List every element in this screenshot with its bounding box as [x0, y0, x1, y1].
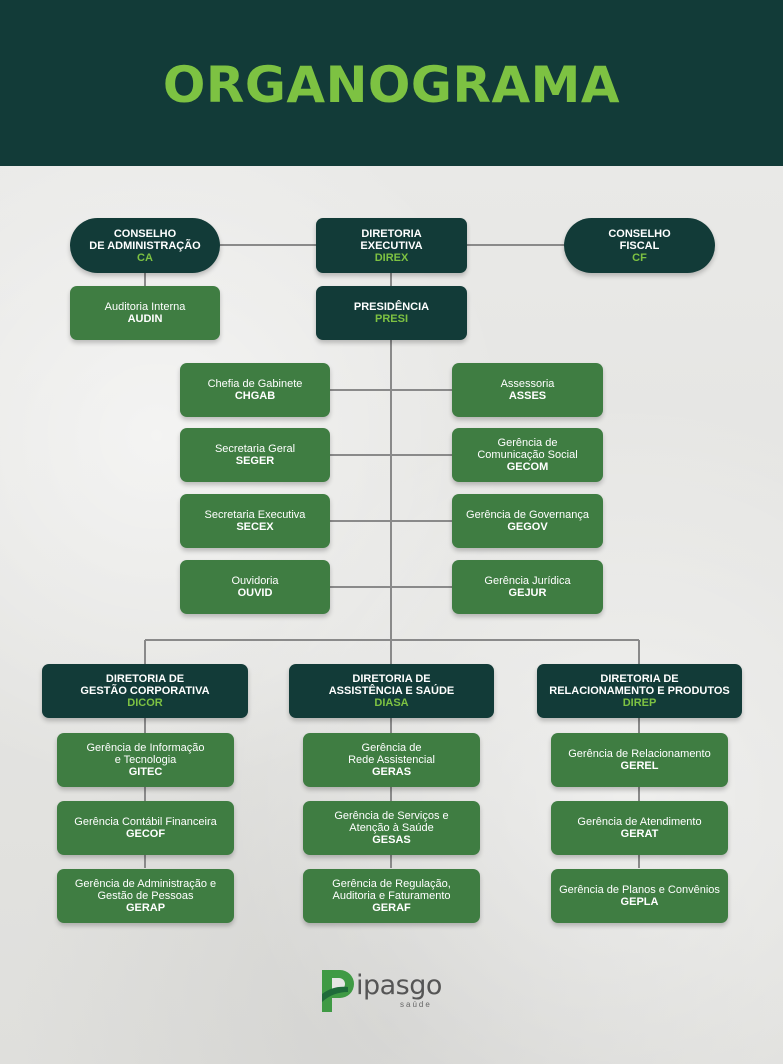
org-box-label: Gerência de — [497, 437, 558, 449]
org-box-label: Gerência Contábil Financeira — [74, 816, 217, 828]
org-box-label: FISCAL — [619, 239, 660, 252]
org-box-label: CONSELHO — [113, 227, 177, 240]
org-box-label: Gestão de Pessoas — [97, 890, 194, 902]
org-box-label: Gerência de Planos e Convênios — [559, 884, 720, 896]
org-box-label: Auditoria e Faturamento — [332, 890, 451, 902]
org-box-code: DIREP — [622, 697, 657, 709]
org-box-label: Ouvidoria — [231, 575, 279, 587]
org-box-gitec[interactable]: Gerência de Informação e Tecnologia GITE… — [57, 733, 234, 787]
ipasgo-logo: ipasgo saúde — [318, 968, 468, 1016]
org-box-label: GESTÃO CORPORATIVA — [80, 685, 210, 697]
org-box-code: GEGOV — [507, 521, 548, 533]
org-box-gerat[interactable]: Gerência de Atendimento GERAT — [551, 801, 728, 855]
org-box-label: DIRETORIA DE — [600, 673, 679, 685]
org-box-geraf[interactable]: Gerência de Regulação, Auditoria e Fatur… — [303, 869, 480, 923]
org-box-seger[interactable]: Secretaria Geral SEGER — [180, 428, 330, 482]
org-box-code: CA — [137, 251, 153, 264]
org-box-gerap[interactable]: Gerência de Administração e Gestão de Pe… — [57, 869, 234, 923]
org-box-ca[interactable]: CONSELHO DE ADMINISTRAÇÃO CA — [70, 218, 220, 273]
org-box-label: Gerência de Regulação, — [332, 878, 451, 890]
org-box-label: DIRETORIA DE — [105, 673, 185, 685]
org-box-chgab[interactable]: Chefia de Gabinete CHGAB — [180, 363, 330, 417]
org-box-label: Gerência de Serviços e — [334, 810, 449, 822]
org-box-label: Gerência de Relacionamento — [568, 748, 711, 760]
org-box-code: DICOR — [127, 697, 163, 709]
org-box-label: Assessoria — [500, 378, 555, 390]
org-box-gerel[interactable]: Gerência de Relacionamento GEREL — [551, 733, 728, 787]
org-box-code: GERAT — [620, 828, 659, 840]
org-box-code: CF — [632, 251, 647, 264]
org-box-label: Chefia de Gabinete — [207, 378, 303, 390]
org-box-gesas[interactable]: Gerência de Serviços e Atenção à Saúde G… — [303, 801, 480, 855]
org-box-code: GEREL — [620, 760, 659, 772]
org-box-cf[interactable]: CONSELHO FISCAL CF — [564, 218, 715, 273]
org-box-code: DIASA — [374, 697, 409, 709]
header-banner: ORGANOGRAMA — [0, 0, 783, 166]
org-box-label: Rede Assistencial — [348, 754, 435, 766]
logo-wordmark: ipasgo — [356, 970, 442, 1001]
org-box-label: Gerência de Governança — [466, 509, 589, 521]
org-box-code: OUVID — [237, 587, 273, 599]
org-box-gecof[interactable]: Gerência Contábil Financeira GECOF — [57, 801, 234, 855]
org-box-label: CONSELHO — [608, 227, 671, 240]
org-box-label: ASSISTÊNCIA E SAÚDE — [328, 685, 455, 697]
org-box-label: Gerência de Administração e — [74, 878, 217, 890]
org-box-label: DIRETORIA — [361, 227, 422, 240]
org-box-secex[interactable]: Secretaria Executiva SECEX — [180, 494, 330, 548]
org-box-label: Gerência de — [361, 742, 422, 754]
page-title: ORGANOGRAMA — [162, 56, 621, 114]
org-box-code: ASSES — [508, 390, 547, 402]
org-box-code: GEJUR — [508, 587, 547, 599]
org-box-asses[interactable]: Assessoria ASSES — [452, 363, 603, 417]
org-box-code: GERAP — [125, 902, 166, 914]
org-box-label: Gerência de Informação — [86, 742, 205, 754]
org-box-gejur[interactable]: Gerência Jurídica GEJUR — [452, 560, 603, 614]
org-box-audin[interactable]: Auditoria Interna AUDIN — [70, 286, 220, 340]
org-box-presi[interactable]: PRESIDÊNCIA PRESI — [316, 286, 467, 340]
org-box-geras[interactable]: Gerência de Rede Assistencial GERAS — [303, 733, 480, 787]
org-box-direp[interactable]: DIRETORIA DE RELACIONAMENTO E PRODUTOS D… — [537, 664, 742, 718]
org-box-label: DE ADMINISTRAÇÃO — [89, 239, 201, 252]
org-box-code: DIREX — [374, 251, 409, 264]
org-box-label: DIRETORIA DE — [352, 673, 431, 685]
org-box-label: Secretaria Executiva — [204, 509, 306, 521]
org-box-code: GERAS — [371, 766, 412, 778]
org-box-code: GECOF — [125, 828, 166, 840]
org-box-label: EXECUTIVA — [360, 239, 423, 252]
org-box-dicor[interactable]: DIRETORIA DE GESTÃO CORPORATIVA DICOR — [42, 664, 248, 718]
org-box-label: Gerência de Atendimento — [577, 816, 702, 828]
org-box-gegov[interactable]: Gerência de Governança GEGOV — [452, 494, 603, 548]
org-box-label: PRESIDÊNCIA — [353, 301, 430, 313]
org-box-code: GESAS — [372, 834, 411, 846]
org-box-label: Comunicação Social — [477, 449, 578, 461]
org-box-code: PRESI — [374, 313, 408, 325]
org-box-direx[interactable]: DIRETORIA EXECUTIVA DIREX — [316, 218, 467, 273]
org-box-ouvid[interactable]: Ouvidoria OUVID — [180, 560, 330, 614]
org-box-diasa[interactable]: DIRETORIA DE ASSISTÊNCIA E SAÚDE DIASA — [289, 664, 494, 718]
org-box-code: GERAF — [372, 902, 411, 914]
org-box-label: Secretaria Geral — [214, 443, 296, 455]
org-box-gepla[interactable]: Gerência de Planos e Convênios GEPLA — [551, 869, 728, 923]
org-box-label: Auditoria Interna — [104, 301, 186, 313]
org-box-code: GITEC — [128, 766, 163, 778]
org-box-code: AUDIN — [127, 313, 163, 325]
org-box-code: SECEX — [236, 521, 274, 533]
org-box-code: SEGER — [235, 455, 275, 467]
org-box-gecom[interactable]: Gerência de Comunicação Social GECOM — [452, 428, 603, 482]
org-box-label: e Tecnologia — [114, 754, 177, 766]
org-box-code: GEPLA — [620, 896, 659, 908]
org-box-code: CHGAB — [234, 390, 276, 402]
org-box-code: GECOM — [506, 461, 549, 473]
org-box-label: RELACIONAMENTO E PRODUTOS — [549, 685, 730, 697]
ipasgo-mark-icon — [322, 970, 354, 1012]
org-box-label: Gerência Jurídica — [484, 575, 571, 587]
logo-subtitle: saúde — [400, 1000, 432, 1009]
org-box-label: Atenção à Saúde — [349, 822, 434, 834]
